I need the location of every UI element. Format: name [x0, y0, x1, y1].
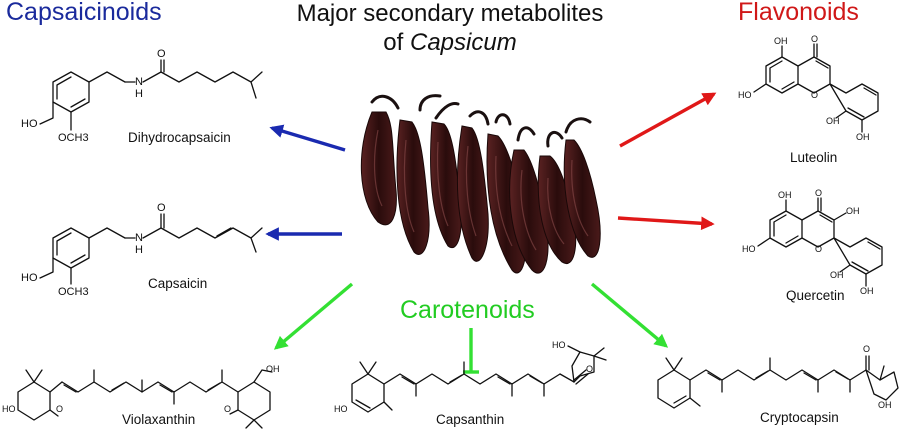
quercetin-atom-o-ring: O [815, 244, 823, 254]
quercetin-atom-ho: HO [742, 244, 756, 254]
capsanthin-atom-o-keto: O [586, 364, 594, 374]
title-line-2-prefix: of [383, 29, 410, 56]
luteolin-atom-oh-top: OH [774, 36, 788, 46]
quercetin-atom-o-keto: O [815, 188, 823, 198]
quercetin-atom-oh-top: OH [778, 190, 792, 200]
compound-name-capsaicin: Capsaicin [148, 276, 208, 291]
violaxanthin-atom-ho-left: HO [2, 404, 16, 414]
dihydrocapsaicin-structure [39, 59, 263, 131]
quercetin-atom-oh-1: OH [830, 270, 844, 280]
capsaicin-atom-och3: OCH3 [58, 286, 89, 298]
quercetin-atom-oh-3: OH [846, 206, 860, 216]
arrow-to-violaxanthin [273, 282, 354, 350]
compound-name-dihydrocapsaicin: Dihydrocapsaicin [128, 130, 231, 145]
title-line-1: Major secondary metabolites [296, 0, 604, 27]
luteolin-atom-o-ring: O [811, 90, 819, 100]
diagram-title: Major secondary metabolites of Capsicum [270, 0, 630, 57]
violaxanthin-atom-oh-right: OH [266, 364, 280, 374]
compound-name-luteolin: Luteolin [790, 150, 838, 165]
capsaicin-atom-ho: HO [21, 272, 38, 284]
chili-peppers-image [360, 94, 601, 274]
capsaicin-structure [39, 213, 263, 285]
arrow-to-luteolin [619, 92, 717, 148]
capsanthin-atom-ho-top: HO [552, 340, 566, 350]
dihydrocapsaicin-atom-o: O [157, 48, 166, 60]
capsaicin-atom-n: N [135, 232, 143, 244]
violaxanthin-atom-o-left: O [56, 404, 64, 414]
category-flavonoids-label: Flavonoids [738, 0, 859, 26]
quercetin-atom-oh-2: OH [860, 286, 874, 296]
luteolin-structure [753, 43, 879, 133]
arrow-to-dihydrocapsaicin [269, 124, 346, 152]
dihydrocapsaicin-atom-och3: OCH3 [58, 132, 89, 144]
arrow-to-cryptocapsin [590, 282, 669, 348]
cryptocapsin-atom-oh: OH [878, 400, 892, 410]
dihydrocapsaicin-atom-ho: HO [21, 118, 38, 130]
dihydrocapsaicin-atom-h: H [135, 88, 143, 100]
title-line-2: of Capsicum [270, 28, 630, 57]
arrow-to-quercetin [617, 216, 715, 231]
cryptocapsin-atom-o-keto: O [863, 344, 871, 354]
compound-name-quercetin: Quercetin [786, 288, 845, 303]
capsaicin-atom-o: O [157, 202, 166, 214]
luteolin-atom-ho: HO [738, 90, 752, 100]
dihydrocapsaicin-atom-n: N [135, 76, 143, 88]
category-carotenoids-label: Carotenoids [400, 296, 535, 324]
capsanthin-structure [351, 345, 607, 413]
capsaicin-atom-h: H [135, 244, 143, 256]
title-line-2-genus: Capsicum [409, 29, 517, 56]
arrows [265, 92, 717, 374]
quercetin-structure [757, 197, 883, 287]
violaxanthin-atom-o-right: O [224, 404, 232, 414]
category-capsaicinoids-label: Capsaicinoids [6, 0, 162, 26]
luteolin-atom-oh-1: OH [826, 116, 840, 126]
violaxanthin-structure [17, 369, 273, 429]
cryptocapsin-structure [657, 355, 899, 409]
capsanthin-atom-ho-left: HO [334, 404, 348, 414]
luteolin-atom-o-keto: O [811, 34, 819, 44]
compound-name-capsanthin: Capsanthin [436, 412, 505, 427]
compound-name-cryptocapsin: Cryptocapsin [760, 410, 839, 425]
compound-name-violaxanthin: Violaxanthin [122, 412, 196, 427]
luteolin-atom-oh-2: OH [856, 132, 870, 142]
